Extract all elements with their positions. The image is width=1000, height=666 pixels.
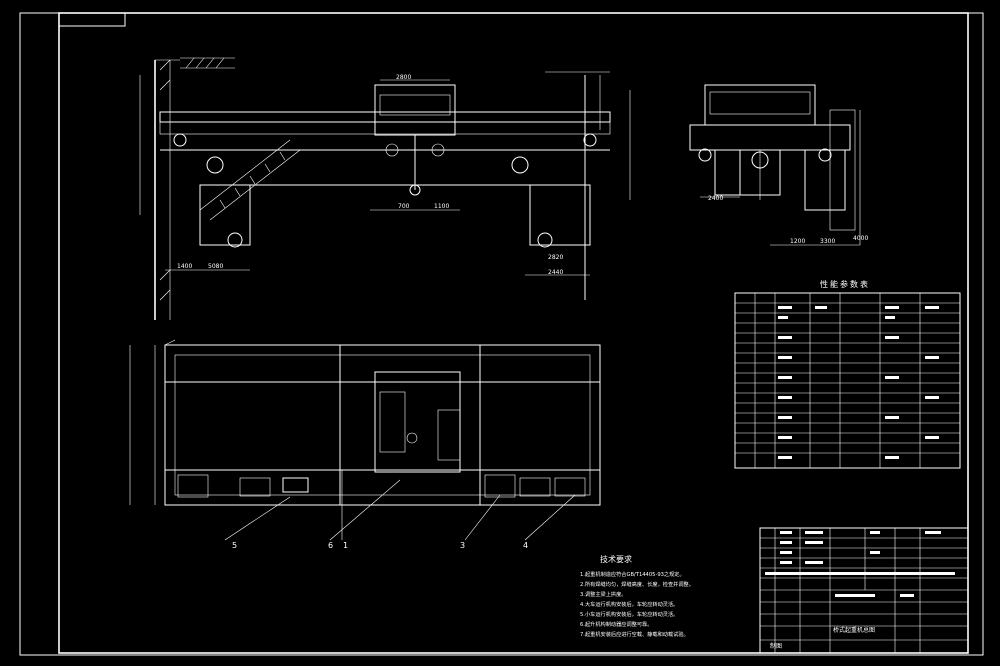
callout-number: 1 [343, 541, 348, 550]
svg-text:6.起升机构制动器应调整可靠。: 6.起升机构制动器应调整可靠。 [580, 620, 652, 628]
dim-label: 3300 [820, 238, 835, 245]
technical-notes-title: 技术要求 [600, 554, 632, 564]
side-elevation-dims: 1200 2400 4000 3300 [708, 195, 868, 245]
technical-notes: 1.起重机制造应符合GB/T14405-93之规定。 2.所有焊缝均匀，焊缝高度… [580, 570, 694, 638]
title-block [759, 527, 969, 654]
performance-table-title: 性能参数表 [820, 279, 870, 289]
dim-label: 2400 [708, 195, 723, 202]
svg-text:2.所有焊缝均匀，焊缝高度、长度，检查并调整。: 2.所有焊缝均匀，焊缝高度、长度，检查并调整。 [580, 580, 694, 588]
dim-label: 5080 [208, 263, 223, 270]
performance-table [734, 292, 961, 469]
dim-label: 1100 [434, 203, 449, 210]
svg-text:7.起重机安装后应进行空载、静载和动载试验。: 7.起重机安装后应进行空载、静载和动载试验。 [580, 630, 689, 638]
dim-label: 700 [398, 203, 410, 210]
dim-label: 2820 [548, 254, 563, 261]
outer-border [19, 12, 984, 656]
callout-number: 5 [232, 541, 237, 550]
svg-text:3.调整主梁上拱度。: 3.调整主梁上拱度。 [580, 590, 626, 598]
inner-border [58, 12, 969, 654]
callout-leaders [224, 470, 576, 541]
dim-label: 1200 [790, 238, 805, 245]
plan-view [129, 339, 601, 506]
svg-text:1.起重机制造应符合GB/T14405-93之规定。: 1.起重机制造应符合GB/T14405-93之规定。 [580, 570, 685, 578]
dim-label: 2800 [396, 74, 411, 81]
front-elevation-dims: 2800 700 1100 2440 1400 5080 2820 [177, 74, 563, 276]
callout-number: 3 [460, 541, 465, 550]
svg-text:5.小车运行机构安装后，车轮应转动灵活。: 5.小车运行机构安装后，车轮应转动灵活。 [580, 610, 678, 618]
front-elevation-view [139, 57, 631, 320]
dim-label: 1400 [177, 263, 192, 270]
dim-label: 2440 [548, 269, 563, 276]
callout-number: 4 [523, 541, 528, 550]
drawing-number-box [58, 12, 126, 27]
callout-number: 6 [328, 541, 333, 550]
svg-text:4.大车运行机构安装后，车轮应转动灵活。: 4.大车运行机构安装后，车轮应转动灵活。 [580, 600, 678, 608]
title-block-name: 桥式起重机总图 [833, 626, 875, 634]
side-elevation-view [689, 84, 861, 246]
dim-label: 4000 [853, 235, 868, 242]
title-block-drawn: 制图 [770, 642, 782, 650]
